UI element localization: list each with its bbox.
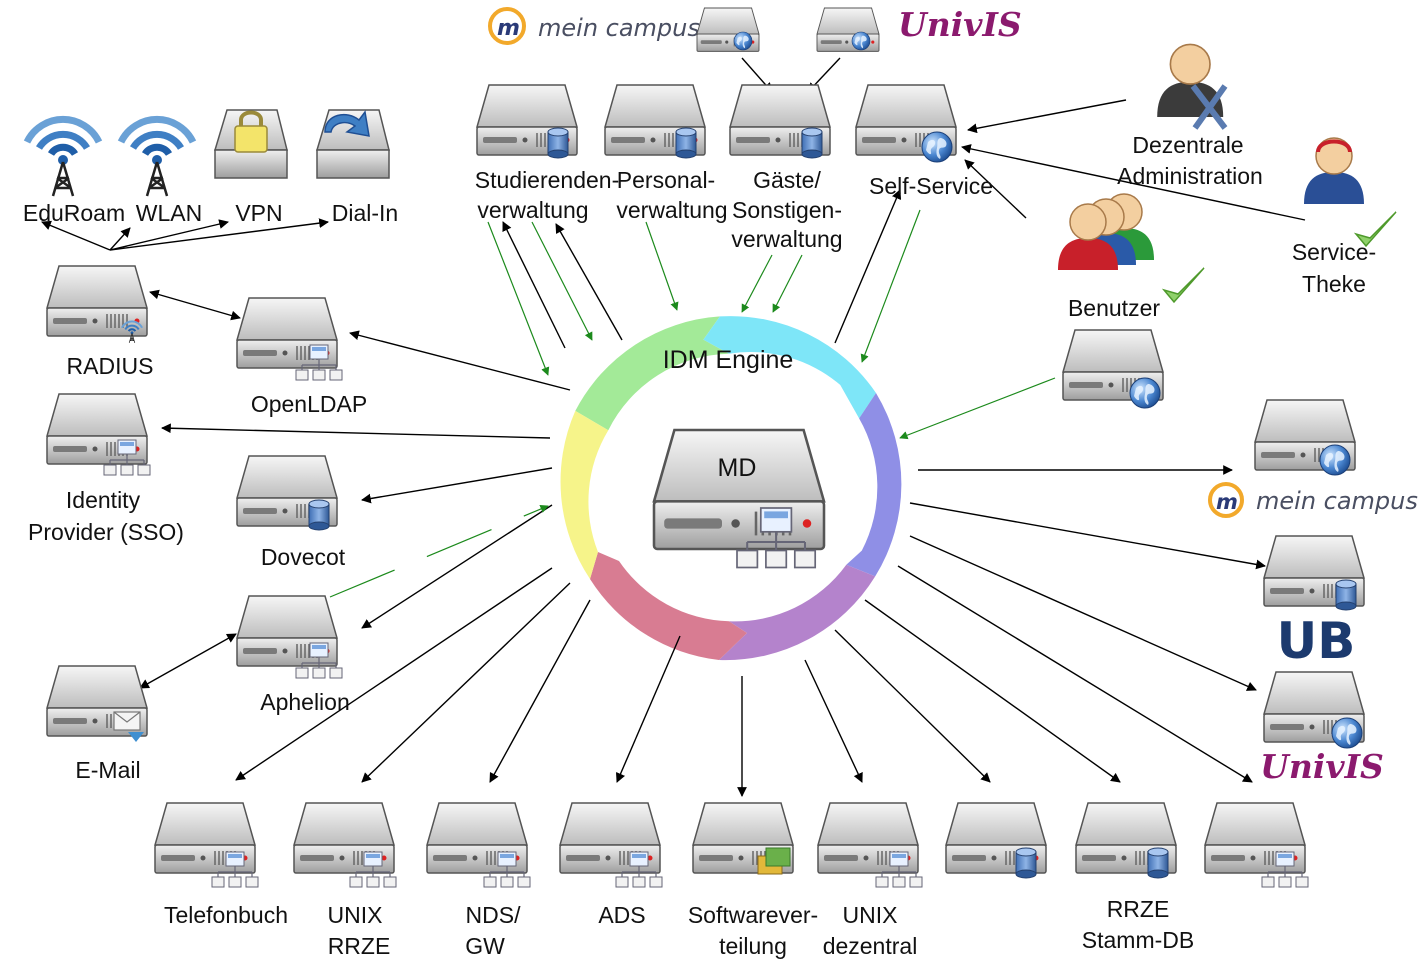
globe-icon: [1319, 444, 1351, 476]
ring-segment-6: [560, 410, 609, 579]
rrze-db-label-2: Stamm-DB: [1082, 927, 1194, 953]
idp-label-2: Provider (SSO): [28, 519, 184, 545]
nds-label-1: NDS/: [466, 902, 522, 928]
gast-label-2: Sonstigen-: [732, 197, 842, 223]
ring-segment-2: [703, 316, 876, 419]
users-group-icon: [1057, 193, 1155, 271]
database-icon: [547, 127, 569, 159]
svg-text:m: m: [1216, 490, 1238, 514]
globe-icon: [733, 31, 753, 51]
aphelion-label: Aphelion: [260, 689, 350, 715]
unix-rrze-label-2: RRZE: [328, 933, 391, 959]
theke-label-2: Theke: [1302, 271, 1366, 297]
ring-segment-5: [590, 552, 747, 660]
radius-label: RADIUS: [67, 353, 154, 379]
md-label: MD: [718, 454, 757, 482]
ring-segment-1: [575, 316, 729, 431]
dialin-label: Dial-In: [332, 200, 398, 226]
univis-logo-top: UnivIS: [898, 5, 1022, 44]
server-icon: [816, 7, 880, 52]
ub-logo: UB: [1277, 612, 1356, 670]
unix-dez-label-2: dezentral: [823, 933, 918, 959]
database-icon: [1015, 847, 1037, 879]
pers-label-2: verwaltung: [616, 197, 727, 223]
sync-arrows: [41, 57, 1306, 797]
idm-engine-label: IDM Engine: [663, 346, 794, 374]
feed-arrows: [329, 209, 1056, 598]
dialin-arrow-icon: [315, 109, 390, 179]
gast-label-3: verwaltung: [731, 226, 842, 252]
svg-text:mein campus: mein campus: [1256, 487, 1418, 515]
checkmark-icon: [1163, 267, 1205, 303]
sw-label-1: Softwarever-: [688, 902, 818, 928]
ring-segment-4: [719, 564, 876, 661]
benutzer-label: Benutzer: [1068, 295, 1160, 321]
mein-campus-logo-top: m mein campus: [488, 7, 700, 45]
vpn-label: VPN: [235, 200, 282, 226]
svg-text:mein campus: mein campus: [538, 14, 700, 42]
theke-label-1: Service-: [1292, 239, 1376, 265]
gast-label-1: Gäste/: [753, 167, 821, 193]
wlan-label: WLAN: [136, 200, 202, 226]
database-icon: [801, 127, 823, 159]
database-icon: [1147, 847, 1169, 879]
pers-label-1: Personal-: [617, 167, 715, 193]
stud-label-1: Studierenden-: [475, 167, 620, 193]
sw-label-2: teilung: [719, 933, 787, 959]
antenna-icon: [27, 119, 99, 196]
service-desk-user-icon: [1303, 137, 1365, 205]
globe-icon: [921, 131, 953, 163]
univis-logo-right: UnivIS: [1260, 747, 1384, 786]
software-package-icon: [757, 847, 791, 875]
svg-text:m: m: [497, 16, 520, 41]
telefonbuch-label: Telefonbuch: [164, 902, 288, 928]
eduroam-label: EduRoam: [23, 200, 125, 226]
mein-campus-logo-right: m mein campus: [1208, 482, 1418, 518]
unix-dez-label-1: UNIX: [843, 902, 898, 928]
database-icon: [1335, 579, 1357, 611]
globe-icon: [1331, 717, 1363, 749]
selfservice-label: Self-Service: [869, 173, 993, 199]
rrze-db-label-1: RRZE: [1107, 896, 1170, 922]
openldap-label: OpenLDAP: [251, 391, 367, 417]
database-icon: [308, 499, 330, 531]
mail-icon: [113, 711, 144, 742]
dez-label-1: Dezentrale: [1132, 132, 1243, 158]
idm-engine-ring: [560, 316, 902, 661]
stud-label-2: verwaltung: [477, 197, 588, 223]
admin-user-icon: [1156, 43, 1228, 130]
md-server-icon: [652, 428, 826, 551]
globe-icon: [1129, 377, 1161, 409]
dez-label-2: Administration: [1117, 163, 1263, 189]
database-icon: [675, 127, 697, 159]
unix-rrze-label-1: UNIX: [328, 902, 383, 928]
globe-icon: [851, 31, 871, 51]
ads-label: ADS: [598, 902, 645, 928]
ring-segment-3: [846, 393, 902, 577]
antenna-icon: [121, 119, 193, 196]
idp-label-1: Identity: [66, 487, 141, 513]
nds-label-2: GW: [465, 933, 505, 959]
email-label: E-Mail: [75, 757, 140, 783]
lock-icon: [213, 109, 288, 179]
dovecot-label: Dovecot: [261, 544, 346, 570]
